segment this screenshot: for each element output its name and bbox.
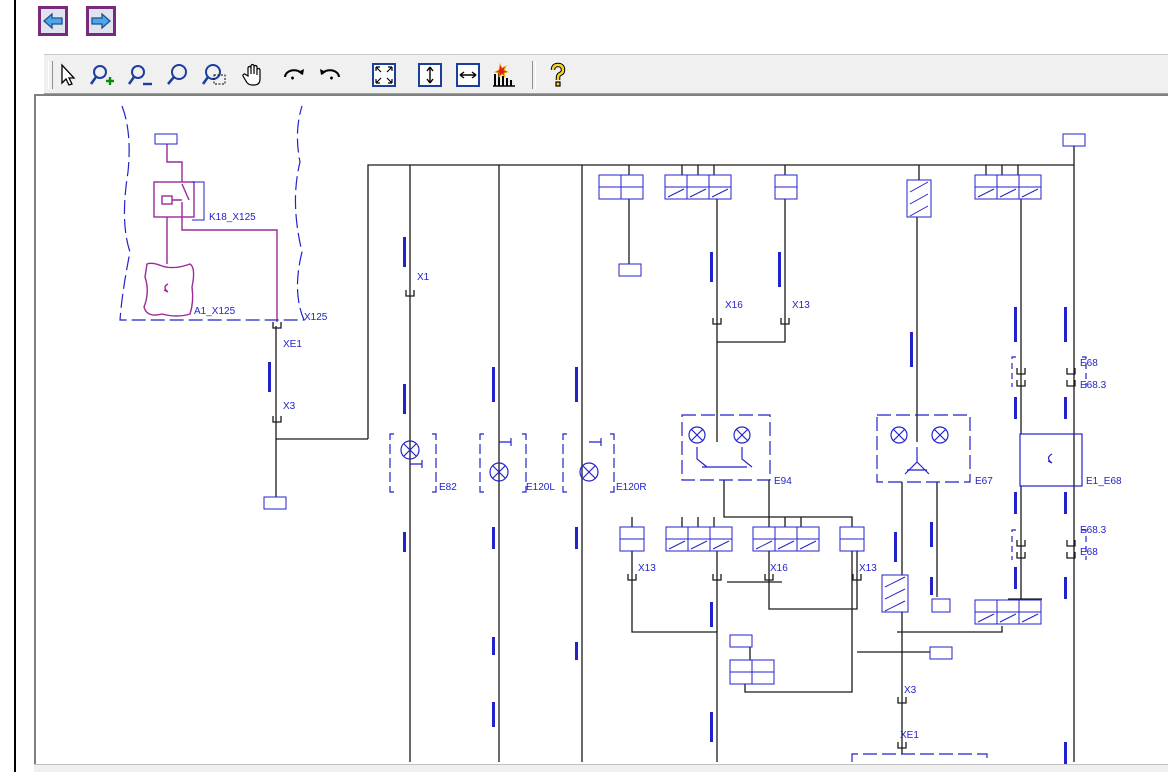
forward-button[interactable]: [86, 6, 116, 36]
fit-width-button[interactable]: [454, 61, 482, 89]
circuit-highlight-icon: [493, 62, 515, 87]
label-e120l: E120L: [526, 482, 555, 493]
rotate-right-icon: [284, 69, 304, 80]
horizontal-scrollbar[interactable]: [34, 764, 1168, 772]
label-xe1-top: XE1: [283, 339, 302, 350]
zoom-window-button[interactable]: [200, 61, 228, 89]
zoom-window-icon: [201, 64, 226, 85]
label-k18-x125: K18_X125: [209, 212, 256, 223]
label-x16-top: X16: [725, 300, 743, 311]
wiring-diagram: X1 X125 XE1 X3 K18_X125 A1_X125 X16 X13 …: [119, 105, 1122, 764]
back-button[interactable]: [38, 6, 68, 36]
toolbar-separator: [532, 61, 536, 89]
fit-height-icon: [418, 63, 442, 87]
rotate-left-button[interactable]: [316, 61, 344, 89]
zoom-out-icon: [127, 65, 152, 86]
highlight-circuit-button[interactable]: [490, 61, 518, 89]
wires: [275, 142, 1075, 762]
label-e67: E67: [975, 476, 993, 487]
pan-button[interactable]: [240, 61, 268, 89]
arrow-left-icon: [43, 12, 63, 30]
label-e94: E94: [774, 476, 792, 487]
k18-relay-circuit: [143, 142, 278, 322]
label-e120r: E120R: [616, 482, 647, 493]
diagram-canvas[interactable]: X1 X125 XE1 X3 K18_X125 A1_X125 X16 X13 …: [34, 94, 1168, 764]
k18-bracket: [192, 181, 205, 221]
question-mark-icon: [550, 62, 566, 87]
label-e82: E82: [439, 482, 457, 493]
rotate-right-button[interactable]: [280, 61, 308, 89]
label-x125: X125: [304, 312, 328, 323]
label-x13-right: X13: [859, 563, 877, 574]
connector-blocks: [154, 133, 1086, 685]
component-labels: X1 X125 XE1 X3 K18_X125 A1_X125 X16 X13 …: [194, 212, 1122, 741]
label-e68-bottom: E68: [1080, 547, 1098, 558]
zoom-in-icon: [89, 65, 114, 85]
connector-hatching: [667, 181, 1039, 623]
label-xe1-bottom: XE1: [900, 730, 919, 741]
label-x13-left: X13: [638, 563, 656, 574]
label-x16-bottom: X16: [770, 563, 788, 574]
label-x1: X1: [417, 272, 430, 283]
fit-all-icon: [372, 63, 396, 87]
fit-height-button[interactable]: [416, 61, 444, 89]
label-x3-bottom: X3: [904, 685, 917, 696]
label-e68-3-bottom: E68.3: [1080, 525, 1107, 536]
components: [389, 356, 1087, 762]
help-button[interactable]: [544, 61, 572, 89]
zoom-out-button[interactable]: [126, 61, 154, 89]
select-tool-button[interactable]: [54, 61, 82, 89]
magnifier-icon: [167, 64, 187, 85]
arrow-right-icon: [91, 12, 111, 30]
arrow-pointer-icon: [61, 63, 76, 86]
toolbar-grip[interactable]: [48, 61, 53, 89]
fit-width-icon: [456, 63, 480, 87]
toolbar: [44, 54, 1168, 94]
connector-pins: [272, 290, 1076, 749]
fit-all-button[interactable]: [370, 61, 398, 89]
zoom-button[interactable]: [164, 61, 192, 89]
label-a1-x125: A1_X125: [194, 306, 236, 317]
label-x13-top: X13: [792, 300, 810, 311]
hand-icon: [242, 63, 261, 86]
label-e68-top: E68: [1080, 358, 1098, 369]
a1-x125-boundary: [119, 105, 305, 321]
label-x3-top: X3: [283, 401, 296, 412]
wire-codes: [268, 237, 1067, 764]
rotate-left-icon: [320, 69, 340, 80]
label-e1-e68: E1_E68: [1086, 476, 1122, 487]
window-edge: [14, 0, 16, 772]
zoom-in-button[interactable]: [88, 61, 116, 89]
label-e68-3-top: E68.3: [1080, 380, 1107, 391]
